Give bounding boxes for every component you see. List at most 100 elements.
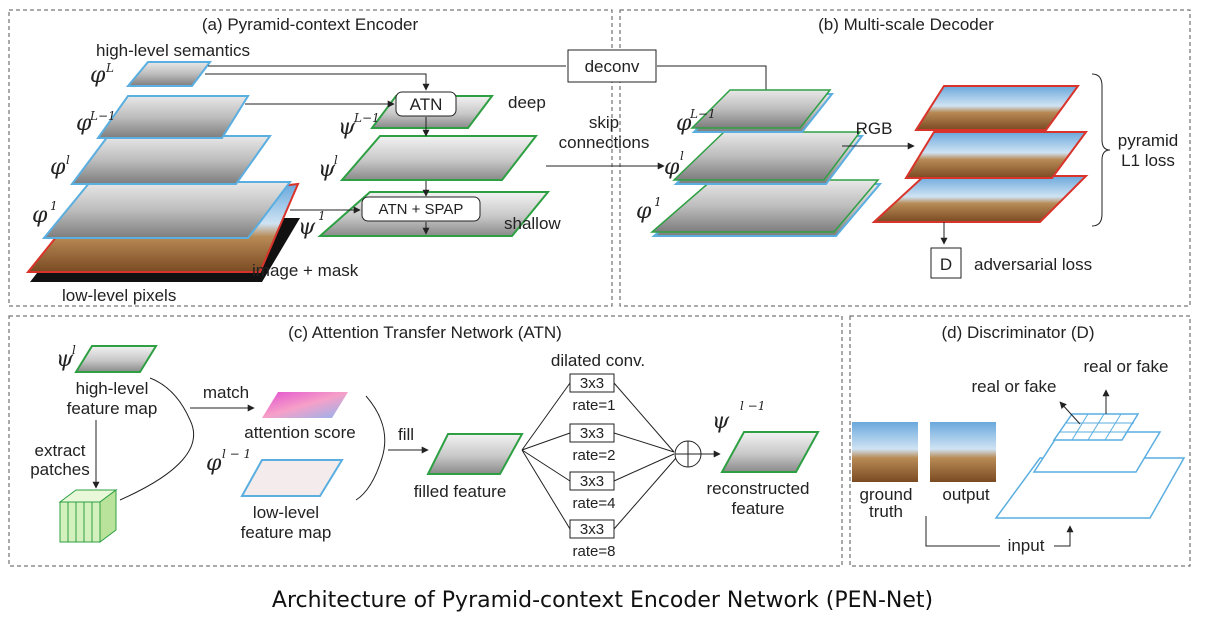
pyramid-brace [1091, 73, 1111, 227]
rgb-output-L-1 [914, 85, 1080, 131]
panel-c-frame [8, 315, 843, 567]
encoder-layer-phi-L-1 [96, 95, 250, 139]
atn-spap-box [361, 196, 481, 222]
panel-b-title: (b) Multi-scale Decoder [818, 15, 994, 34]
fill-curve [355, 395, 386, 501]
svg-text:l: l [66, 153, 70, 167]
panel-a-frame [8, 9, 613, 307]
psi-l-symbol: ψ [318, 157, 336, 182]
extract-label-2: patches [30, 460, 90, 479]
real-fake-label-2: real or fake [971, 377, 1056, 396]
input-label: input [1008, 536, 1045, 555]
conv-kernel-1: 3x3 [580, 375, 604, 392]
extract-label-1: extract [34, 441, 85, 460]
high-feature-label-2: feature map [67, 399, 158, 418]
truth-label: truth [869, 502, 903, 521]
dilated-conv-label: dilated conv. [551, 351, 645, 370]
pyramid-label: pyramid [1118, 131, 1178, 150]
conv-rate-3: rate=4 [573, 495, 616, 512]
svg-text:l: l [680, 149, 684, 163]
sum-node [674, 440, 702, 468]
ground-truth-image [852, 422, 918, 482]
discriminator-label: D [940, 255, 952, 274]
skip-label: skip [589, 113, 619, 132]
svg-text:l: l [334, 153, 338, 167]
low-feature-label-2: feature map [241, 523, 332, 542]
panel-d-frame [849, 315, 1191, 567]
conv-rate-1: rate=1 [573, 397, 616, 414]
arrow-phiL-atn [205, 73, 430, 91]
atn-phi-symbol: φ [206, 451, 222, 476]
encoder-layer-phi-L [125, 61, 212, 87]
deep-label: deep [508, 93, 546, 112]
output-image [930, 422, 996, 482]
atn-low-feature-map [240, 459, 344, 497]
phi-1-symbol: φ [32, 203, 48, 228]
l1-loss-label: L1 loss [1121, 151, 1175, 170]
atn-box [395, 91, 457, 117]
psi-1-symbol: ψ [298, 215, 316, 240]
input-line-left [925, 516, 1000, 547]
filled-feature-label: filled feature [414, 482, 507, 501]
panel-a-title: (a) Pyramid-context Encoder [202, 15, 419, 34]
atn-psi-l-symbol: ψ [56, 347, 74, 372]
dilated-conv-branches: 3x3 rate=1 3x3 rate=2 3x3 rate=4 3x3 rat… [521, 373, 677, 560]
varphi-1-symbol: φ [636, 199, 652, 224]
arrow-deconv-decoder [657, 65, 770, 99]
conv-rate-4: rate=8 [573, 543, 616, 560]
deconv-box [567, 49, 657, 83]
reconstructed-label-2: feature [732, 499, 785, 518]
shallow-label: shallow [504, 214, 561, 233]
low-feature-label-1: low-level [253, 503, 319, 522]
patches-cuboid [58, 489, 118, 543]
reconstructed-feature-map [720, 431, 820, 473]
rgb-label: RGB [856, 119, 893, 138]
svg-text:1: 1 [50, 199, 58, 213]
phi-l-symbol: φ [50, 155, 66, 180]
panel-b-frame [619, 9, 1191, 307]
real-fake-arrow-2 [1059, 401, 1081, 425]
connections-label: connections [559, 133, 650, 152]
input-arrow [1054, 525, 1074, 547]
atn-box-label: ATN [410, 95, 443, 114]
match-curve [119, 377, 195, 501]
decoder-layer-L-1b [690, 89, 832, 129]
svg-text:l −1: l −1 [740, 399, 765, 413]
conv-kernel-3: 3x3 [580, 473, 604, 490]
deconv-label: deconv [585, 57, 640, 76]
reconstructed-label-1: reconstructed [707, 479, 810, 498]
figure-caption: Architecture of Pyramid-context Encoder … [271, 588, 934, 613]
svg-text:l − 1: l − 1 [222, 447, 251, 461]
high-level-label: high-level semantics [96, 41, 250, 60]
psi-layer-l [339, 135, 539, 181]
conv-kernel-4: 3x3 [580, 521, 604, 538]
panel-c-title: (c) Attention Transfer Network (ATN) [288, 323, 562, 342]
svg-text:l: l [72, 343, 76, 357]
real-fake-label-1: real or fake [1083, 357, 1168, 376]
high-feature-label-1: high-level [76, 379, 149, 398]
conv-rate-2: rate=2 [573, 447, 616, 464]
svg-text:L−1: L−1 [353, 111, 380, 125]
fill-label: fill [398, 425, 414, 444]
attention-score-map [262, 392, 348, 418]
svg-text:1: 1 [318, 209, 326, 223]
phi-L-symbol: φ [90, 63, 106, 88]
low-level-label: low-level pixels [62, 286, 176, 305]
discriminator-stack [994, 413, 1186, 519]
adversarial-loss-label: adversarial loss [974, 255, 1092, 274]
decoder-layer-lb [672, 131, 862, 181]
svg-text:1: 1 [654, 195, 662, 209]
attention-score-label: attention score [244, 423, 356, 442]
panel-d-title: (d) Discriminator (D) [942, 323, 1095, 342]
match-label: match [203, 383, 249, 402]
svg-text:L−1: L−1 [89, 109, 116, 123]
phi-L-1-symbol: φ [76, 111, 92, 136]
svg-text:L: L [105, 61, 114, 75]
rgb-output-l [904, 131, 1088, 179]
atn-high-feature-map [74, 345, 158, 373]
conv-kernel-2: 3x3 [580, 425, 604, 442]
svg-text:L−1: L−1 [689, 107, 716, 121]
atn-psi-out-symbol: ψ [712, 409, 730, 434]
image-mask-label: image + mask [252, 261, 359, 280]
